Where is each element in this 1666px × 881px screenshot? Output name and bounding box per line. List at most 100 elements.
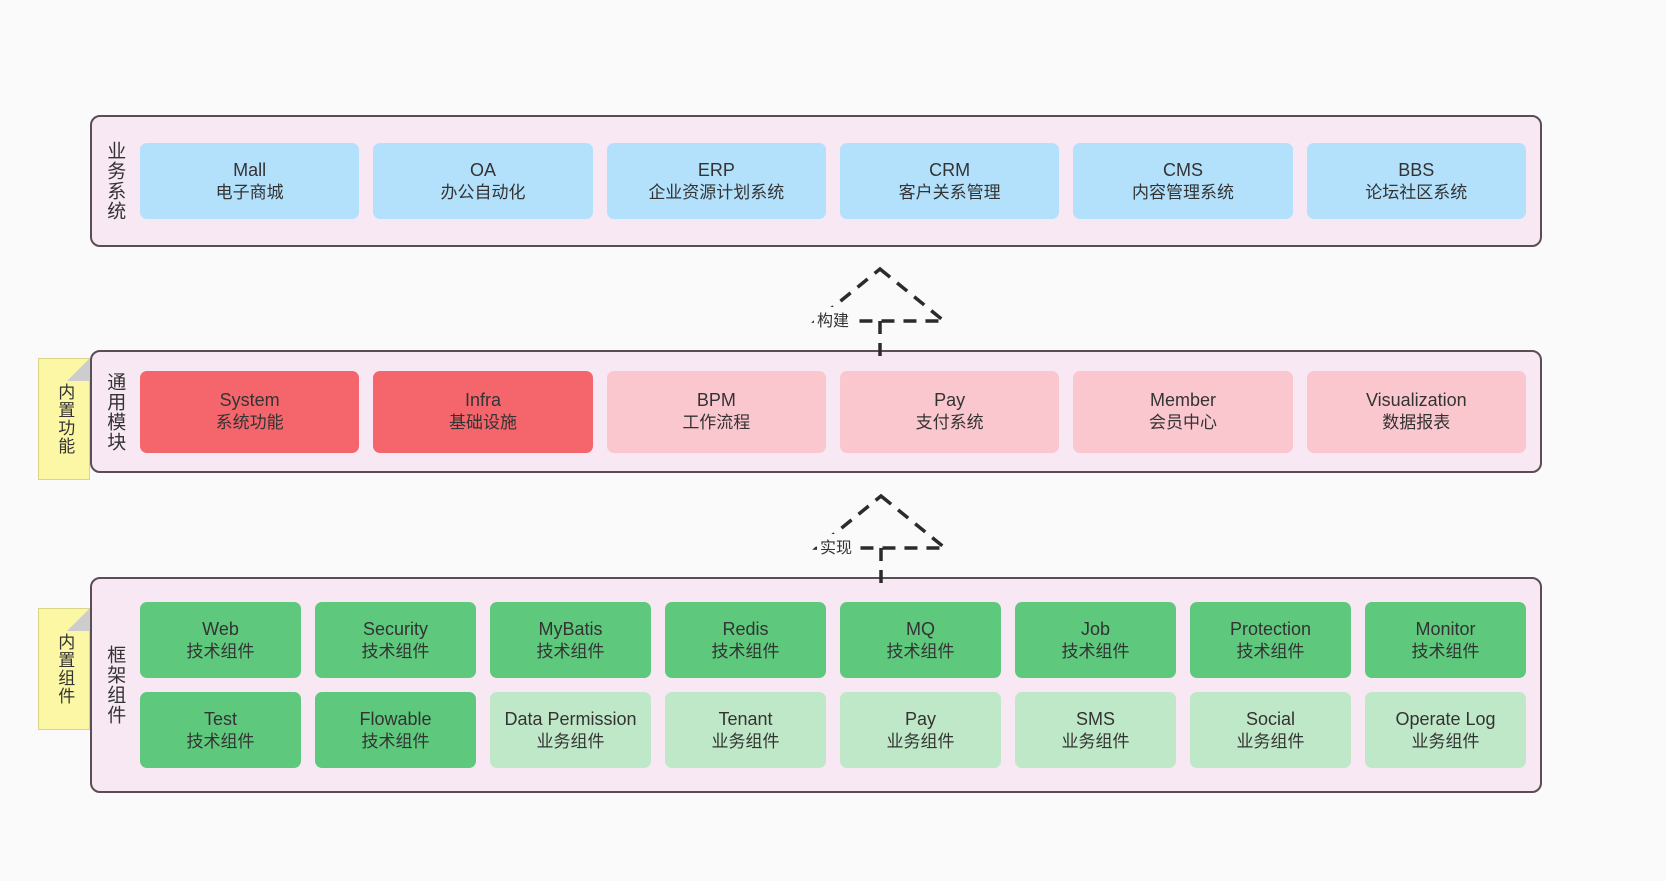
node-title: MQ bbox=[906, 618, 935, 639]
layer-common-modules: 通用模块 System 系统功能 Infra 基础设施 BPM 工作流程 Pay… bbox=[90, 350, 1542, 473]
node-subtitle: 技术组件 bbox=[886, 641, 955, 661]
node-title: System bbox=[219, 390, 280, 411]
node-subtitle: 企业资源计划系统 bbox=[648, 182, 785, 202]
node-web[interactable]: Web 技术组件 bbox=[140, 602, 301, 678]
node-title: Security bbox=[362, 618, 429, 639]
generalization-triangle-icon bbox=[812, 493, 950, 550]
node-title: Test bbox=[203, 708, 237, 729]
layer-framework-components: 框架组件 Web 技术组件 Security 技术组件 MyBatis 技术组件… bbox=[90, 577, 1542, 793]
node-title: Visualization bbox=[1365, 390, 1467, 411]
connector-implement: 实现 bbox=[812, 492, 975, 587]
node-title: ERP bbox=[697, 159, 735, 180]
node-mybatis[interactable]: MyBatis 技术组件 bbox=[490, 602, 651, 678]
node-tenant[interactable]: Tenant 业务组件 bbox=[665, 692, 826, 768]
node-subtitle: 电子商城 bbox=[215, 182, 284, 202]
node-flowable[interactable]: Flowable 技术组件 bbox=[315, 692, 476, 768]
node-subtitle: 客户关系管理 bbox=[898, 182, 1001, 202]
layer-title-common-modules: 通用模块 bbox=[104, 371, 126, 452]
node-title: BPM bbox=[696, 390, 736, 411]
node-system[interactable]: System 系统功能 bbox=[140, 370, 360, 453]
node-title: CRM bbox=[929, 159, 971, 180]
node-row: Test 技术组件 Flowable 技术组件 Data Permission … bbox=[140, 692, 1526, 768]
node-title: Pay bbox=[934, 390, 966, 411]
node-cms[interactable]: CMS 内容管理系统 bbox=[1073, 143, 1293, 219]
node-subtitle: 技术组件 bbox=[1411, 641, 1480, 661]
node-subtitle: 业务组件 bbox=[711, 731, 780, 751]
node-subtitle: 技术组件 bbox=[1061, 641, 1130, 661]
node-title: Pay bbox=[904, 708, 937, 729]
node-infra[interactable]: Infra 基础设施 bbox=[373, 370, 593, 453]
node-subtitle: 技术组件 bbox=[536, 641, 605, 661]
node-title: BBS bbox=[1398, 159, 1435, 180]
note-text: 内置组件 bbox=[55, 633, 75, 705]
node-row: Mall 电子商城 OA 办公自动化 ERP 企业资源计划系统 CRM 客户关系… bbox=[140, 143, 1526, 219]
node-title: Monitor bbox=[1415, 618, 1476, 639]
node-subtitle: 技术组件 bbox=[361, 731, 430, 751]
layer-body-common-modules: System 系统功能 Infra 基础设施 BPM 工作流程 Pay 支付系统… bbox=[136, 352, 1540, 471]
node-title: MyBatis bbox=[538, 618, 603, 639]
node-operate-log[interactable]: Operate Log 业务组件 bbox=[1365, 692, 1526, 768]
node-title: OA bbox=[469, 159, 496, 180]
layer-business-systems: 业务系统 Mall 电子商城 OA 办公自动化 ERP 企业资源计划系统 CRM… bbox=[90, 115, 1542, 247]
node-title: Social bbox=[1245, 708, 1296, 729]
node-title: Mall bbox=[233, 159, 267, 180]
node-subtitle: 基础设施 bbox=[448, 413, 517, 433]
note-builtin-features: 内置功能 bbox=[38, 358, 90, 480]
node-title: Infra bbox=[464, 390, 501, 411]
node-subtitle: 会员中心 bbox=[1148, 413, 1217, 433]
connector-build: 构建 bbox=[800, 265, 960, 365]
node-subtitle: 技术组件 bbox=[1236, 641, 1305, 661]
node-row: System 系统功能 Infra 基础设施 BPM 工作流程 Pay 支付系统… bbox=[140, 370, 1526, 453]
node-subtitle: 技术组件 bbox=[186, 731, 255, 751]
node-social[interactable]: Social 业务组件 bbox=[1190, 692, 1351, 768]
node-subtitle: 系统功能 bbox=[215, 413, 284, 433]
node-title: SMS bbox=[1075, 708, 1115, 729]
node-title: Protection bbox=[1229, 618, 1312, 639]
node-data-permission[interactable]: Data Permission 业务组件 bbox=[490, 692, 651, 768]
node-subtitle: 数据报表 bbox=[1382, 413, 1451, 433]
node-title: Job bbox=[1080, 618, 1111, 639]
node-subtitle: 业务组件 bbox=[536, 731, 605, 751]
node-mq[interactable]: MQ 技术组件 bbox=[840, 602, 1001, 678]
node-subtitle: 业务组件 bbox=[1236, 731, 1305, 751]
node-title: Operate Log bbox=[1395, 708, 1496, 729]
node-pay-module[interactable]: Pay 支付系统 bbox=[839, 370, 1060, 453]
node-title: Tenant bbox=[718, 708, 773, 729]
layer-title-framework-components: 框架组件 bbox=[104, 645, 126, 725]
node-visualization[interactable]: Visualization 数据报表 bbox=[1306, 370, 1526, 453]
node-crm[interactable]: CRM 客户关系管理 bbox=[839, 143, 1060, 219]
node-monitor[interactable]: Monitor 技术组件 bbox=[1365, 602, 1526, 678]
node-subtitle: 工作流程 bbox=[682, 413, 751, 433]
node-test[interactable]: Test 技术组件 bbox=[140, 692, 301, 768]
node-bpm[interactable]: BPM 工作流程 bbox=[606, 370, 826, 453]
node-subtitle: 技术组件 bbox=[711, 641, 780, 661]
node-title: Web bbox=[202, 618, 239, 639]
layer-body-business-systems: Mall 电子商城 OA 办公自动化 ERP 企业资源计划系统 CRM 客户关系… bbox=[136, 117, 1540, 245]
node-protection[interactable]: Protection 技术组件 bbox=[1190, 602, 1351, 678]
node-job[interactable]: Job 技术组件 bbox=[1015, 602, 1176, 678]
node-erp[interactable]: ERP 企业资源计划系统 bbox=[606, 143, 826, 219]
node-subtitle: 内容管理系统 bbox=[1131, 182, 1234, 202]
node-mall[interactable]: Mall 电子商城 bbox=[140, 143, 360, 219]
connector-label-implement: 实现 bbox=[817, 534, 856, 558]
note-builtin-components: 内置组件 bbox=[38, 608, 90, 730]
node-subtitle: 业务组件 bbox=[1411, 731, 1480, 751]
node-subtitle: 技术组件 bbox=[186, 641, 255, 661]
node-pay-component[interactable]: Pay 业务组件 bbox=[840, 692, 1001, 768]
generalization-triangle-icon bbox=[811, 266, 949, 323]
layer-body-framework-components: Web 技术组件 Security 技术组件 MyBatis 技术组件 Redi… bbox=[136, 579, 1540, 791]
node-bbs[interactable]: BBS 论坛社区系统 bbox=[1306, 143, 1526, 219]
node-oa[interactable]: OA 办公自动化 bbox=[373, 143, 593, 219]
node-security[interactable]: Security 技术组件 bbox=[315, 602, 476, 678]
node-subtitle: 支付系统 bbox=[915, 413, 984, 433]
node-title: Data Permission bbox=[504, 708, 637, 729]
node-redis[interactable]: Redis 技术组件 bbox=[665, 602, 826, 678]
node-title: Redis bbox=[722, 618, 769, 639]
node-subtitle: 办公自动化 bbox=[440, 182, 526, 202]
node-member[interactable]: Member 会员中心 bbox=[1073, 370, 1293, 453]
node-title: Member bbox=[1149, 390, 1216, 411]
node-subtitle: 技术组件 bbox=[361, 641, 430, 661]
node-sms[interactable]: SMS 业务组件 bbox=[1015, 692, 1176, 768]
node-subtitle: 业务组件 bbox=[886, 731, 955, 751]
